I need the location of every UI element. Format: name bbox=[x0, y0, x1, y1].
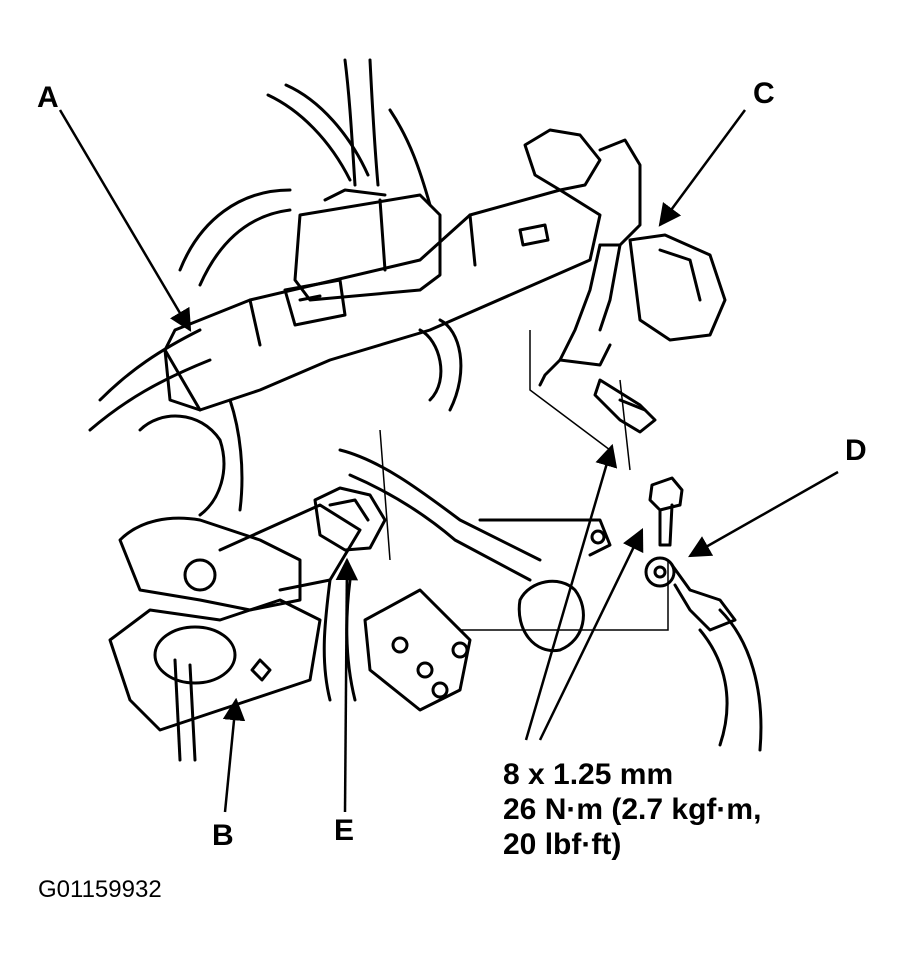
leader-e bbox=[335, 557, 359, 813]
harness-tube bbox=[338, 318, 542, 582]
leader-a bbox=[58, 109, 192, 332]
harness-bracket-c bbox=[523, 128, 727, 387]
callout-b: B bbox=[212, 819, 234, 852]
wire-harness-bundle bbox=[88, 58, 432, 432]
harness-connector-top bbox=[293, 188, 442, 302]
bolt-torque-spec: 8 x 1.25 mm 26 N·m (2.7 kgf·m, 20 lbf·ft… bbox=[503, 757, 761, 862]
callout-d: D bbox=[845, 434, 867, 467]
callout-a: A bbox=[37, 81, 59, 114]
connector-e bbox=[313, 486, 387, 702]
ground-bolt bbox=[648, 476, 684, 547]
leader-c bbox=[658, 109, 747, 227]
sensor-assembly bbox=[118, 398, 362, 612]
leader-spec-1 bbox=[524, 443, 618, 741]
mounting-bolt-upper bbox=[593, 378, 657, 434]
bolt-size: 8 x 1.25 mm bbox=[503, 758, 674, 791]
leader-d bbox=[688, 470, 839, 558]
torque-value-line2: 20 lbf·ft) bbox=[503, 828, 622, 861]
leader-b bbox=[222, 697, 246, 813]
callout-c: C bbox=[753, 77, 775, 110]
torque-value-line1: 26 N·m (2.7 kgf·m, bbox=[503, 793, 762, 826]
bracket-b bbox=[108, 598, 322, 762]
ground-terminal-d bbox=[644, 556, 763, 752]
mount-plate bbox=[363, 518, 612, 712]
figure-id: G01159932 bbox=[38, 876, 162, 903]
callout-e: E bbox=[334, 814, 355, 847]
leader-spec-2 bbox=[538, 527, 644, 741]
